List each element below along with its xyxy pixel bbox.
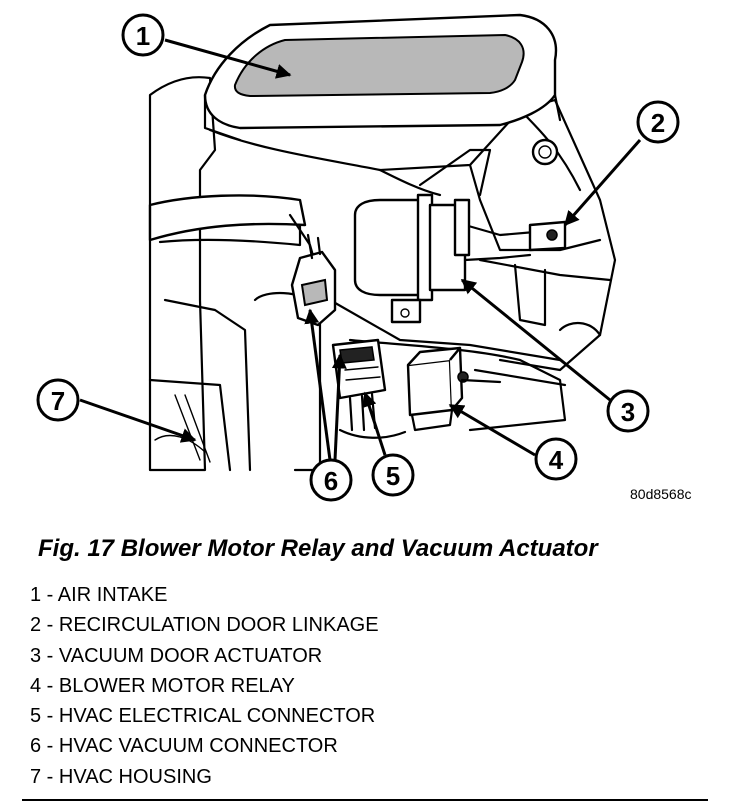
blower-motor-relay bbox=[406, 346, 502, 432]
leader-lines bbox=[79, 38, 642, 461]
vacuum-door-actuator bbox=[353, 193, 557, 324]
callout-7: 7 bbox=[36, 378, 80, 422]
callout-2: 2 bbox=[636, 100, 680, 144]
callout-6: 6 bbox=[309, 458, 353, 502]
svg-text:4: 4 bbox=[549, 445, 564, 475]
legend-item: 4 - BLOWER MOTOR RELAY bbox=[30, 674, 295, 697]
diagram-illustration: 1 2 3 4 5 6 7 bbox=[36, 13, 680, 502]
callout-1: 1 bbox=[121, 13, 165, 57]
legend-item: 1 - AIR INTAKE bbox=[30, 584, 168, 606]
legend-item: 6 - HVAC VACUUM CONNECTOR bbox=[30, 735, 338, 758]
recirculation-door-linkage bbox=[528, 220, 567, 252]
figure-code: 80d8568c bbox=[630, 486, 692, 502]
legend-item: 7 - HVAC HOUSING bbox=[30, 765, 212, 788]
svg-text:6: 6 bbox=[324, 466, 338, 496]
legend-list: 1 - AIR INTAKE 2 - RECIRCULATION DOOR LI… bbox=[30, 580, 379, 792]
svg-text:1: 1 bbox=[136, 21, 150, 51]
callout-5: 5 bbox=[371, 453, 415, 497]
legend-item: 3 - VACUUM DOOR ACTUATOR bbox=[30, 644, 323, 667]
hvac-electrical-connector bbox=[331, 338, 407, 439]
air-intake bbox=[203, 13, 562, 142]
hvac-vacuum-connector bbox=[290, 233, 337, 327]
svg-text:2: 2 bbox=[651, 108, 665, 138]
svg-text:3: 3 bbox=[621, 397, 635, 427]
vacuum-hoses bbox=[148, 194, 322, 282]
callout-3: 3 bbox=[606, 389, 650, 433]
callout-4: 4 bbox=[534, 437, 578, 481]
svg-text:5: 5 bbox=[386, 461, 400, 491]
bottom-divider bbox=[22, 799, 708, 801]
figure-caption: Fig. 17 Blower Motor Relay and Vacuum Ac… bbox=[38, 535, 598, 562]
legend-item: 2 - RECIRCULATION DOOR LINKAGE bbox=[30, 614, 379, 637]
svg-text:7: 7 bbox=[51, 386, 65, 416]
legend-item: 5 - HVAC ELECTRICAL CONNECTOR bbox=[30, 705, 376, 728]
